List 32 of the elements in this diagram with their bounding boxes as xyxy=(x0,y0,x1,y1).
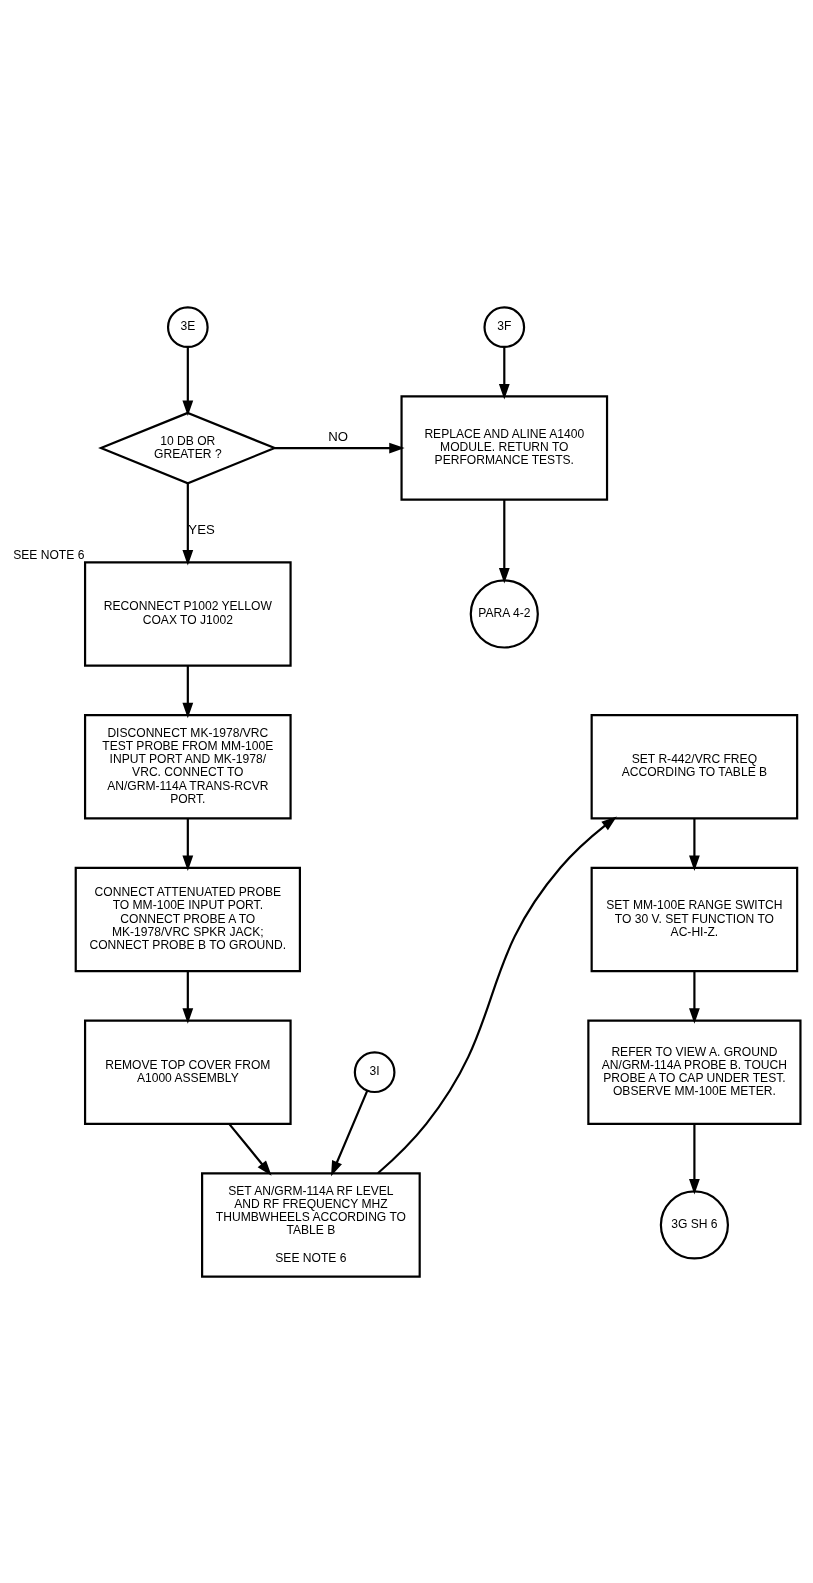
arrow xyxy=(182,817,194,871)
arrow xyxy=(331,1089,369,1176)
arrow xyxy=(182,346,194,416)
arrow xyxy=(228,1122,272,1176)
arrow xyxy=(182,970,194,1024)
arrow xyxy=(689,817,700,871)
arrow xyxy=(689,1123,700,1194)
node-box: DISCONNECT MK-1978/VRC TEST PROBE FROM MM-100E INPUT PORT AND MK-1978/ VRC. CONNECT TO AN/GRM-114A TRANS-RCVR PORT. xyxy=(84,713,292,819)
edge-label: YES xyxy=(188,521,215,537)
node-label: SEE NOTE 6 xyxy=(13,547,85,562)
arrow xyxy=(182,665,194,718)
arrow xyxy=(498,346,510,399)
node-box: RECONNECT P1002 YELLOW COAX TO J1002 xyxy=(84,560,292,667)
node-circle: 3G SH 6 xyxy=(659,1189,729,1260)
node-circle: 3E xyxy=(166,305,209,348)
arrow xyxy=(182,483,194,565)
node-box: SET R-442/VRC FREQ ACCORDING TO TABLE B xyxy=(590,713,799,819)
arrow xyxy=(377,815,617,1174)
node-diamond: 10 DB OR GREATER ? xyxy=(98,411,278,484)
arrow xyxy=(498,499,510,583)
node-box: CONNECT ATTENUATED PROBE TO MM-100E INPUT PORT. CONNECT PROBE A TO MK-1978/VRC SPKR JACK; CONNECT PROBE B TO GROUND. xyxy=(74,866,301,972)
node-box: REMOVE TOP COVER FROM A1000 ASSEMBLY xyxy=(84,1018,292,1125)
arrow xyxy=(274,442,405,453)
node-box: SET AN/GRM-114A RF LEVEL AND RF FREQUENCY MHZ THUMBWHEELS ACCORDING TO TABLE B SEE NOTE 6 xyxy=(201,1171,421,1278)
node-circle: PARA 4-2 xyxy=(469,578,539,649)
node-box: REFER TO VIEW A. GROUND AN/GRM-114A PROBE B. TOUCH PROBE A TO CAP UNDER TEST. OBSERVE MM-100E METER. xyxy=(587,1018,802,1125)
node-box: SET MM-100E RANGE SWITCH TO 30 V. SET FUNCTION TO AC-HI-Z. xyxy=(590,866,799,972)
node-circle: 3I xyxy=(353,1050,396,1093)
node-box: REPLACE AND ALINE A1400 MODULE. RETURN TO PERFORMANCE TESTS. xyxy=(400,394,609,501)
node-circle: 3F xyxy=(483,305,526,348)
arrow xyxy=(689,970,700,1024)
edge-label: NO xyxy=(328,428,348,444)
